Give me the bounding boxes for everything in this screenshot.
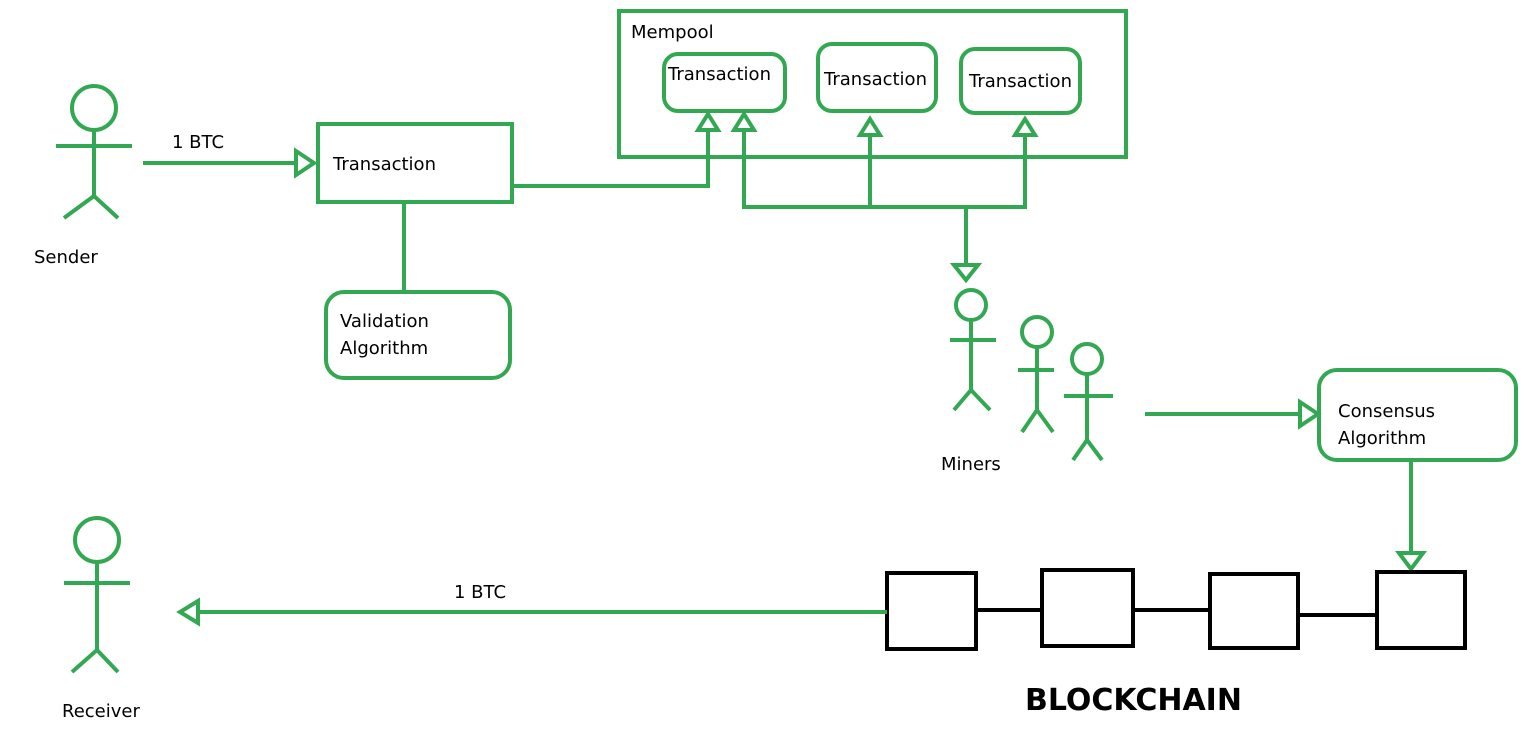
- send-arrow: [143, 147, 318, 179]
- mempool-transaction-1: [662, 52, 787, 113]
- block-3: [1208, 572, 1300, 650]
- sender-figure: [56, 84, 132, 220]
- blockchain-chain: [885, 568, 1467, 651]
- consensus-label-line1: Consensus: [1338, 401, 1435, 422]
- transaction-box: [316, 122, 514, 204]
- block-1: [885, 571, 978, 651]
- miner-figure-3: [1064, 342, 1113, 462]
- mempool-transaction-1-label: Transaction: [667, 64, 771, 85]
- mempool-box: [617, 9, 1128, 159]
- mempool-to-miners-connector: [730, 110, 1039, 284]
- miners-to-consensus-arrow: [1145, 398, 1322, 430]
- validation-label-line2: Algorithm: [340, 338, 428, 359]
- consensus-to-blockchain-arrow: [1395, 460, 1427, 573]
- receiver-figure: [64, 516, 130, 674]
- mempool-transaction-2: [816, 42, 938, 113]
- receiver-label: Receiver: [62, 701, 140, 722]
- validation-algorithm-box: [324, 290, 512, 380]
- mempool-transaction-2-label: Transaction: [823, 69, 927, 90]
- consensus-algorithm-box: [1317, 368, 1518, 462]
- mempool-label: Mempool: [631, 22, 714, 43]
- transaction-label: Transaction: [332, 154, 436, 175]
- receive-amount-label: 1 BTC: [454, 582, 506, 603]
- miner-figure-1: [950, 288, 996, 412]
- send-amount-label: 1 BTC: [172, 132, 224, 153]
- mempool-transaction-3: [959, 47, 1082, 115]
- validation-label-line1: Validation: [340, 311, 429, 332]
- blockchain-title: BLOCKCHAIN: [1025, 683, 1242, 718]
- consensus-label-line2: Algorithm: [1338, 428, 1426, 449]
- block-2: [1040, 568, 1135, 648]
- miner-figure-2: [1018, 315, 1055, 434]
- transaction-to-mempool-connector: [512, 110, 722, 188]
- sender-label: Sender: [34, 247, 98, 268]
- mempool-transaction-3-label: Transaction: [968, 71, 1072, 92]
- block-4: [1375, 570, 1467, 650]
- miners-label: Miners: [941, 454, 1001, 475]
- blockchain-to-receiver-arrow: [176, 597, 887, 627]
